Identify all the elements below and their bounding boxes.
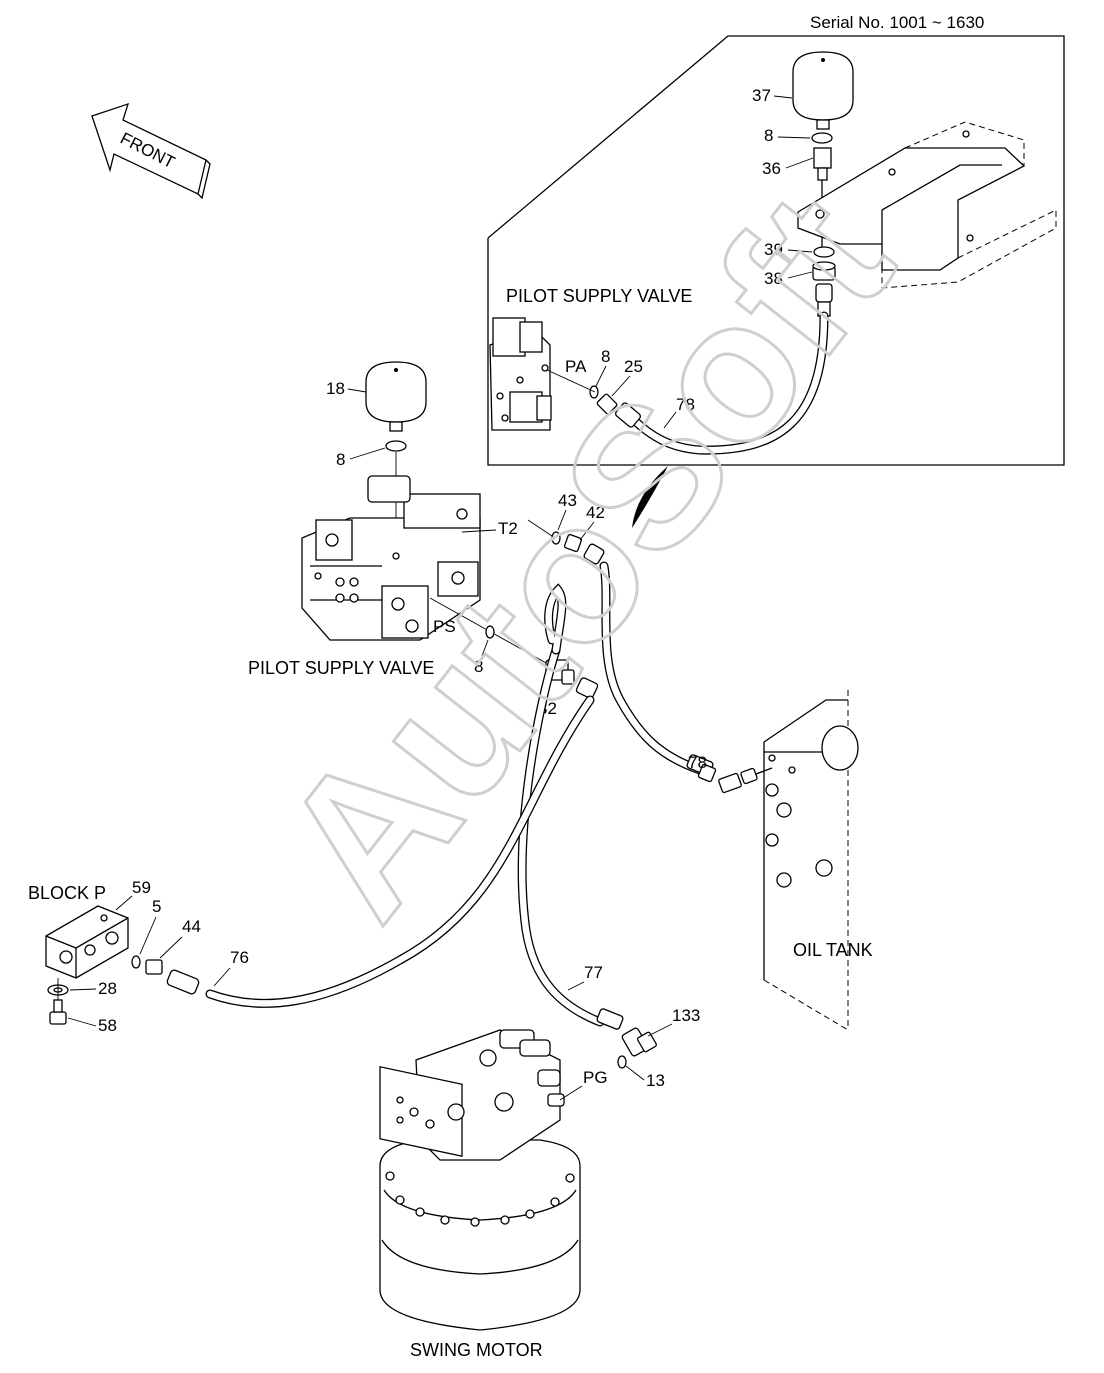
- port-pa-label: PA: [565, 357, 587, 376]
- o-ring-5: [131, 955, 141, 969]
- callout-8-ps: 8: [474, 657, 483, 676]
- o-ring-8-ps: [485, 625, 495, 639]
- elbow-133: [621, 1027, 657, 1057]
- front-arrow-icon: FRONT: [91, 102, 211, 200]
- hose-76-end-fitting: [166, 969, 200, 995]
- callout-18: 18: [326, 379, 345, 398]
- callout-13: 13: [646, 1071, 665, 1090]
- callout-43: 43: [558, 491, 577, 510]
- pilot-supply-valve-main-caption: PILOT SUPPLY VALVE: [248, 658, 434, 678]
- accumulator-18: [365, 361, 427, 432]
- callout-28: 28: [98, 979, 117, 998]
- callout-42: 42: [586, 503, 605, 522]
- hose-78-main-end-fitting: [686, 754, 717, 783]
- port-ps-label: PS: [433, 617, 456, 636]
- pilot-supply-valve-main: [301, 475, 481, 641]
- oil-tank-elbow-fitting: [718, 767, 773, 794]
- mounting-bracket: [797, 121, 1057, 289]
- callout-36: 36: [762, 159, 781, 178]
- port-pg-label: PG: [583, 1068, 608, 1087]
- oil-tank-caption: OIL TANK: [793, 940, 873, 960]
- pilot-supply-valve-inset: [489, 317, 552, 431]
- adapter-25: [596, 393, 618, 415]
- accumulator-37: [792, 51, 854, 130]
- callout-5: 5: [152, 897, 161, 916]
- callout-59: 59: [132, 878, 151, 897]
- inset-frame: [487, 35, 1065, 466]
- callout-78-inset: 78: [676, 395, 695, 414]
- hose-77-end-fitting: [596, 1008, 624, 1030]
- callout-44: 44: [182, 917, 201, 936]
- pa-port-leader: [546, 369, 596, 393]
- callout-8-left: 8: [336, 450, 345, 469]
- hose-78-inset-end-fitting: [615, 402, 641, 428]
- callout-39: 39: [764, 240, 783, 259]
- block-p: [45, 905, 129, 979]
- o-ring-13: [617, 1055, 627, 1069]
- adapter-44: [145, 959, 163, 975]
- swing-motor: [379, 1029, 581, 1331]
- callout-25: 25: [624, 357, 643, 376]
- adapter-42: [563, 533, 605, 565]
- callout-8-inset-top: 8: [764, 126, 773, 145]
- serial-number-label: Serial No. 1001 ~ 1630: [810, 13, 984, 32]
- o-ring-8-left: [385, 440, 407, 452]
- bolt-58: [49, 999, 67, 1025]
- callout-38: 38: [764, 269, 783, 288]
- inset-pointer: [632, 466, 668, 528]
- oil-tank: [763, 690, 859, 1031]
- hose-fitting-78-inset-top: [815, 283, 833, 317]
- o-ring-43: [551, 531, 561, 545]
- callout-133: 133: [672, 1006, 700, 1025]
- callout-77: 77: [584, 963, 603, 982]
- callout-58: 58: [98, 1016, 117, 1035]
- callout-78-main: 78: [688, 753, 707, 772]
- callout-8-pa: 8: [601, 347, 610, 366]
- callout-37: 37: [752, 86, 771, 105]
- pilot-supply-valve-inset-caption: PILOT SUPPLY VALVE: [506, 286, 692, 306]
- nut-38: [812, 261, 836, 281]
- callout-76: 76: [230, 948, 249, 967]
- swing-motor-caption: SWING MOTOR: [410, 1340, 543, 1360]
- block-p-caption: BLOCK P: [28, 883, 106, 903]
- port-t2-label: T2: [498, 519, 518, 538]
- o-ring-8-inset: [811, 132, 833, 144]
- washer-39: [813, 246, 835, 258]
